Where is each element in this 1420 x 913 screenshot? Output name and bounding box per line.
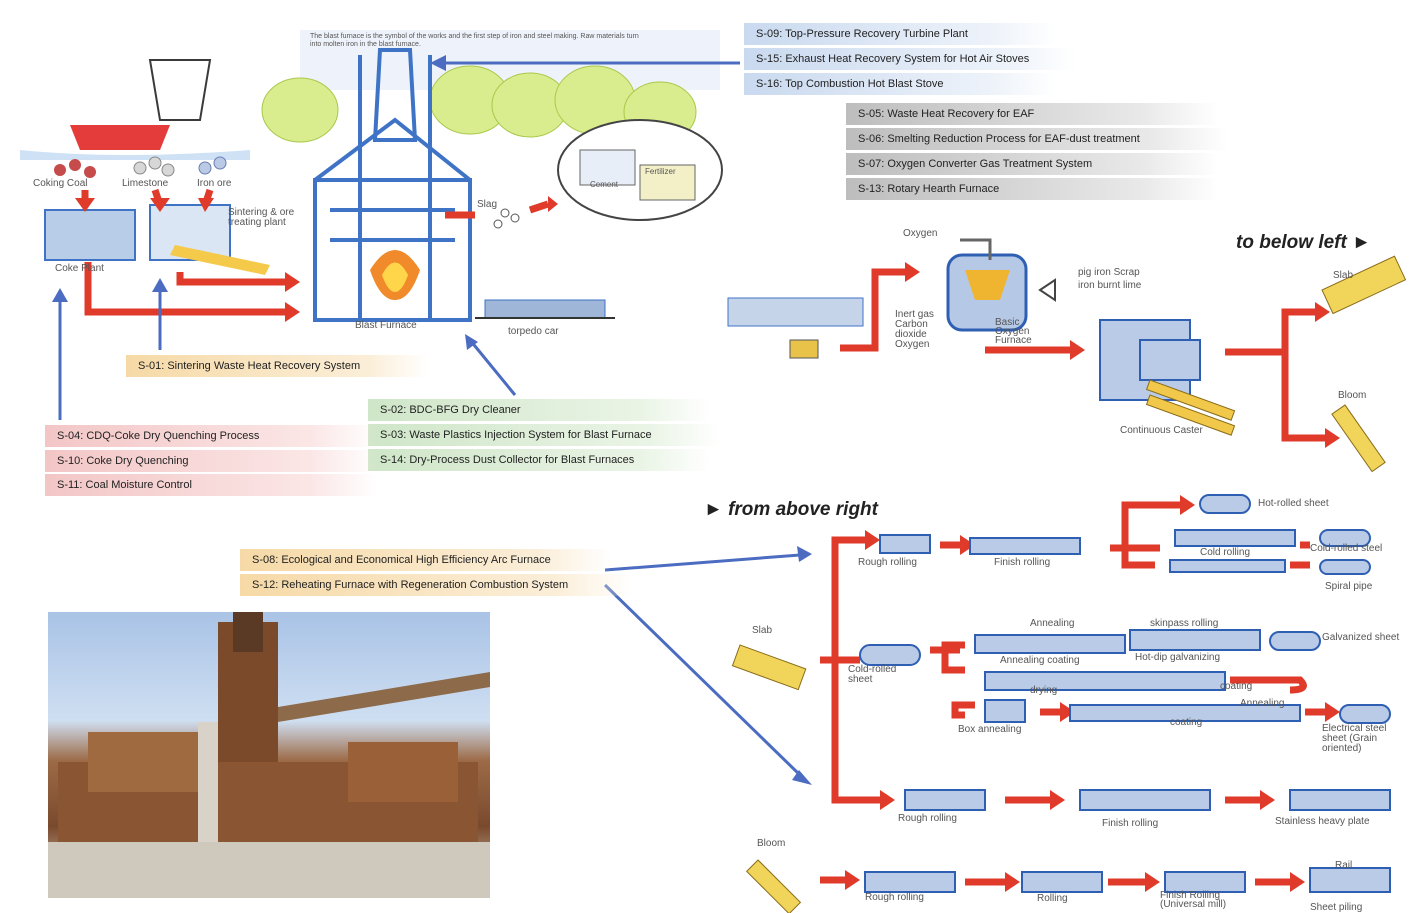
caption-slag: Slag [477,199,498,210]
caption-hot-rolled-sheet: Hot-rolled sheet [1258,498,1329,509]
caption-rolling: Rolling [1037,893,1068,904]
steelmaking-scene [727,238,1407,473]
label-s11: S-11: Coal Moisture Control [45,474,377,496]
caption-rail: Rail [1335,860,1353,871]
steelworks-photo [48,612,490,898]
caption-coking-coal: Coking Coal [33,178,88,189]
to-below-left-note: to below left ► [1236,232,1371,253]
caption-spiral-pipe: Spiral pipe [1325,581,1373,592]
rolling-mill-equipment [859,494,1391,893]
caption-coating-2: coating [1170,717,1203,728]
caption-galvanized-sheet: Galvanized sheet [1322,632,1400,643]
label-s14: S-14: Dry-Process Dust Collector for Bla… [368,449,710,471]
caption-bof: Basic Oxygen Furnace [995,317,1032,346]
caption-limestone: Limestone [122,178,169,189]
system-pointer-arrows [58,61,802,777]
label-s09: S-09: Top-Pressure Recovery Turbine Plan… [744,23,1056,45]
caption-cold-rolling: Cold rolling [1200,547,1251,558]
caption-iron-ore: Iron ore [197,178,232,189]
label-s07: S-07: Oxygen Converter Gas Treatment Sys… [846,153,1218,175]
caption-annealing-2: Annealing [1240,698,1285,709]
caption-slab-rolling: Slab [752,625,773,636]
from-above-right-note: ► from above right [704,499,878,520]
caption-cement: Cement [590,180,619,189]
caption-torpedo-car: torpedo car [508,326,559,337]
intro-text: The blast furnace is the symbol of the w… [310,33,639,48]
label-s15: S-15: Exhaust Heat Recovery System for H… [744,48,1076,70]
caption-finish-rolling-1: Finish rolling [994,557,1051,568]
caption-bloom-rolling: Bloom [757,838,786,849]
label-s06: S-06: Smelting Reduction Process for EAF… [846,128,1228,150]
caption-stainless-plate: Stainless heavy plate [1275,816,1370,827]
label-s04: S-04: CDQ-Coke Dry Quenching Process [45,425,377,447]
caption-coke-plant: Coke Plant [55,263,104,274]
label-s16: S-16: Top Combustion Hot Blast Stove [744,73,1056,95]
label-s03: S-03: Waste Plastics Injection System fo… [368,424,720,446]
caption-finish-rolling-2: Finish rolling [1102,818,1159,829]
material-flow-arrows [81,188,550,316]
caption-cold-rolled-steel: Cold-rolled steel [1310,543,1383,554]
caption-annealing: Annealing [1030,618,1075,629]
label-s01: S-01: Sintering Waste Heat Recovery Syst… [126,355,428,377]
caption-rough-rolling-2: Rough rolling [898,813,957,824]
caption-electrical-sheet: Electrical steel sheet (Grain oriented) [1322,723,1387,754]
label-s10: S-10: Coke Dry Quenching [45,450,377,472]
label-s05: S-05: Waste Heat Recovery for EAF [846,103,1218,125]
caption-skinpass-rolling: skinpass rolling [1150,618,1219,629]
caption-coating-1: coating [1220,681,1253,692]
label-s02: S-02: BDC-BFG Dry Cleaner [368,399,710,421]
caption-hot-dip: Hot-dip galvanizing [1135,652,1221,663]
caption-annealing-coating: Annealing coating [1000,655,1080,666]
caption-continuous-caster: Continuous Caster [1120,425,1203,436]
caption-inputs: pig iron Scrap iron burnt lime [1078,267,1142,291]
caption-oxygen: Oxygen [903,228,938,239]
caption-gases: Inert gas Carbon dioxide Oxygen [895,309,934,350]
caption-blast-furnace: Blast Furnace [355,320,417,331]
caption-slab: Slab [1333,270,1354,281]
label-s13: S-13: Rotary Hearth Furnace [846,178,1218,200]
rolling-flow-arrows [820,501,1325,886]
label-s08: S-08: Ecological and Economical High Eff… [240,549,612,571]
caption-fertilizer: Fertilizer [645,167,676,176]
label-s12: S-12: Reheating Furnace with Regeneratio… [240,574,632,596]
caption-drying: drying [1030,685,1058,696]
caption-rough-rolling-1: Rough rolling [858,557,917,568]
blast-furnace-scene [20,30,723,322]
caption-finish-rolling-universal: Finish Rolling (Universal mill) [1160,890,1227,910]
caption-sintering-plant: Sintering & ore treating plant [228,207,295,228]
caption-bloom: Bloom [1338,390,1367,401]
caption-box-annealing: Box annealing [958,724,1022,735]
caption-sheet-piling: Sheet piling [1310,902,1363,913]
caption-rough-rolling-3: Rough rolling [865,892,924,903]
caption-cold-rolled-sheet: Cold-rolled sheet [848,664,897,685]
